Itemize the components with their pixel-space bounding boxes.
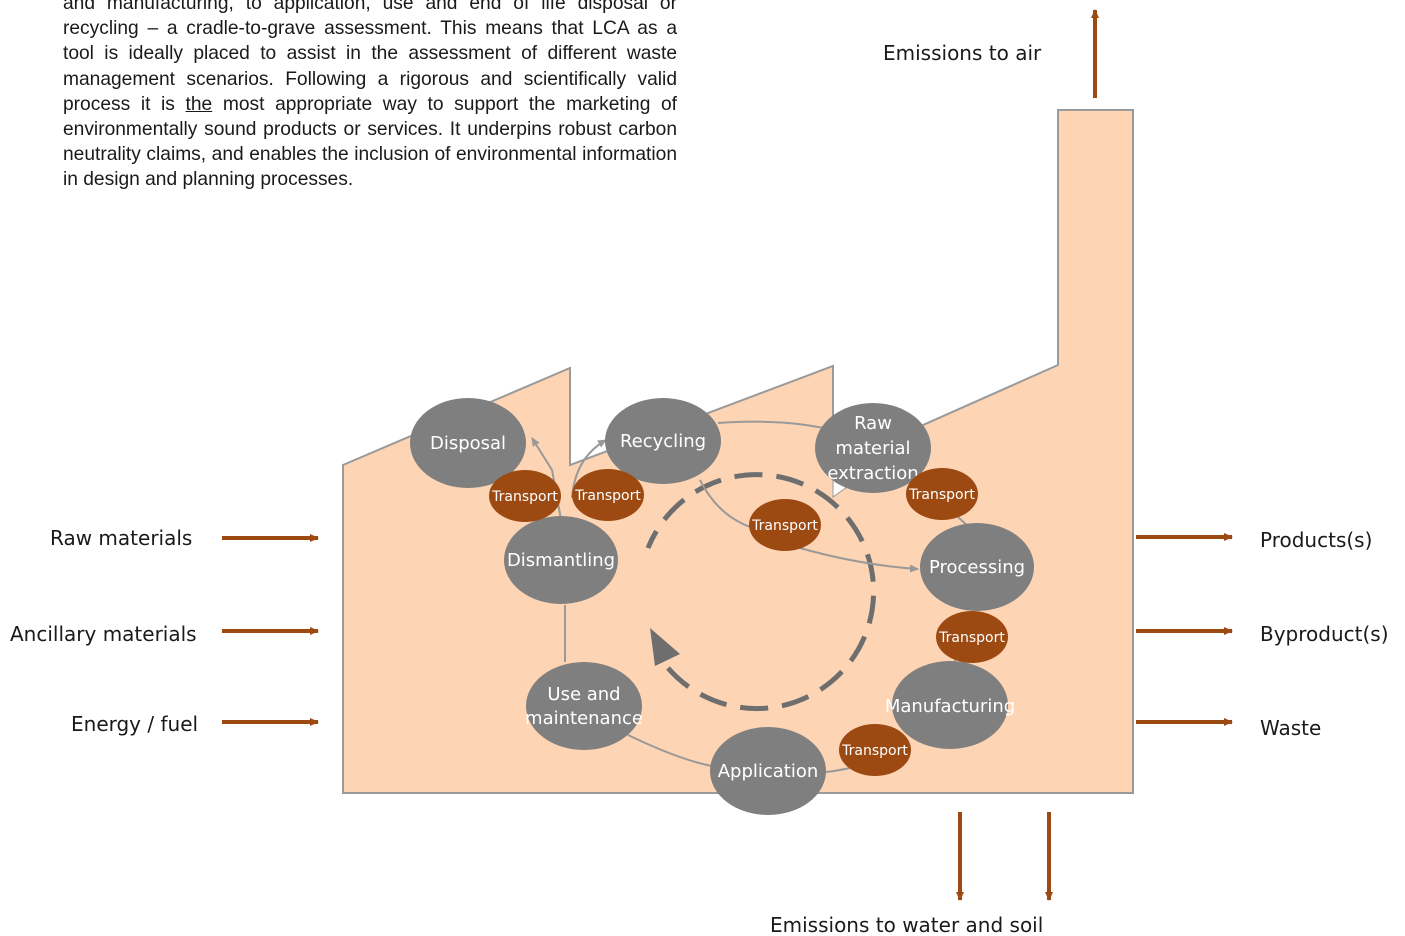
transport-badge-processing: Transport [936,611,1008,663]
stage-raw-label-2: material [835,438,910,459]
emissions-air-label: Emissions to air [883,41,1042,65]
transport-label: Transport [938,630,1005,646]
stage-application-label: Application [718,761,819,782]
stage-raw-material-extraction: Raw material extraction [815,403,931,493]
stage-processing-label: Processing [929,557,1025,578]
stage-dismantling: Dismantling [504,516,618,604]
transport-badge-manufacturing: Transport [839,724,911,776]
input-label-ancillary-materials: Ancillary materials [10,622,197,646]
transport-badge-recycling: Transport [572,469,644,521]
stage-raw-label-3: extraction [827,463,918,484]
input-arrows [222,534,319,726]
emissions-water-soil-label: Emissions to water and soil [770,913,1043,936]
paragraph-text-1: and manufacturing, to application, use a… [63,0,677,115]
output-label-byproducts: Byproduct(s) [1260,622,1389,646]
transport-label: Transport [491,489,558,505]
stage-disposal-label: Disposal [430,433,506,454]
output-arrows [1136,533,1233,726]
cycle-dashed-ring [645,472,877,712]
stage-recycling-label: Recycling [620,431,706,452]
stage-use-maintenance: Use and maintenance [525,662,643,750]
transport-badge-extraction: Transport [906,468,978,520]
stage-disposal: Disposal [410,398,526,488]
transport-label: Transport [908,487,975,503]
paragraph-emphasis: the [185,93,213,115]
input-label-raw-materials: Raw materials [50,526,192,550]
output-label-waste: Waste [1260,716,1321,740]
stage-recycling: Recycling [605,398,721,484]
stage-raw-label-1: Raw [854,413,892,434]
transport-label: Transport [751,518,818,534]
paragraph-text-2: most appropriate way to support the mark… [63,93,677,191]
stage-use-label-1: Use and [547,684,620,705]
transport-label: Transport [574,488,641,504]
stage-processing: Processing [920,523,1034,611]
transport-label: Transport [841,743,908,759]
output-label-products: Products(s) [1260,528,1372,552]
stage-manufacturing: Manufacturing [885,661,1015,749]
stage-manufacturing-label: Manufacturing [885,696,1015,717]
cycle-arrowhead [650,628,680,666]
intro-paragraph: and manufacturing, to application, use a… [63,0,677,193]
input-label-energy-fuel: Energy / fuel [71,712,198,736]
stage-application: Application [710,727,826,815]
transport-badge-center: Transport [749,499,821,551]
stage-dismantling-label: Dismantling [507,550,615,571]
transport-badge-disposal: Transport [489,470,561,522]
stage-use-label-2: maintenance [525,708,643,729]
